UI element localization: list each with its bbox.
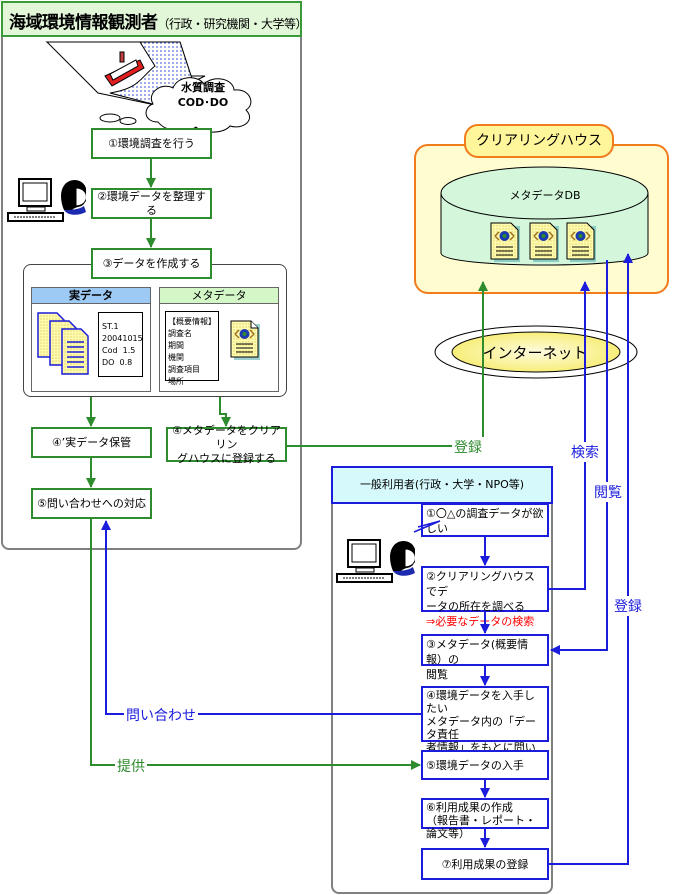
value-do: DO 0.8	[102, 358, 133, 367]
line-register-result	[549, 253, 633, 865]
label-register-meta: 登録	[452, 437, 484, 457]
observer-title-main: 海域環境情報観測者	[9, 13, 158, 33]
db-document-icon	[490, 222, 520, 262]
step-label: ⑦利用成果の登録	[441, 858, 529, 871]
real-data-values: ST.1 20041015 Cod 1.5 DO 0.8	[98, 312, 143, 377]
label-register-result: 登録	[612, 596, 644, 616]
step-line: メタデータ内の「データ責任	[426, 715, 536, 741]
step-note: ⇒必要なデータの検索	[426, 615, 535, 628]
step-line: ④環境データを入手したい	[426, 689, 535, 715]
step-label: ④メタデータをクリアリングハウスに登録する	[168, 424, 285, 466]
meta-item: 【概要情報】	[168, 317, 216, 326]
meta-data-header: メタデータ	[160, 288, 278, 304]
meta-item: 期間	[168, 341, 184, 350]
observer-step-1[interactable]: ①環境調査を行う	[91, 128, 212, 159]
survey-items-label: COD･DO	[177, 96, 229, 109]
speech-pointer	[413, 520, 441, 533]
observer-step-4[interactable]: ④メタデータをクリアリングハウスに登録する	[166, 424, 287, 465]
observer-step-4-prime[interactable]: ④’実データ保管	[31, 427, 152, 458]
meta-data-items: 【概要情報】 調査名 期間 機関 調査項目 場所	[165, 311, 219, 386]
step-line: ⑥利用成果の作成	[426, 801, 513, 814]
observer-step-2[interactable]: ②環境データを整理する	[91, 188, 212, 219]
document-stack-icon	[37, 312, 89, 375]
user-step-1[interactable]: ①〇△の調査データが欲 しい	[421, 503, 549, 537]
step-line: グハウスに登録する	[177, 451, 276, 465]
line-register-to-db	[287, 281, 488, 447]
survey-type-label: 水質調査	[181, 81, 225, 94]
label-browse: 閲覧	[592, 482, 624, 502]
line-browse	[550, 260, 608, 655]
label-search: 検索	[569, 442, 601, 462]
label-inquiry: 問い合わせ	[124, 705, 198, 725]
step-label: ②環境データを整理する	[97, 189, 206, 217]
line-search	[549, 281, 590, 590]
db-document-icon	[529, 222, 559, 262]
ship-icon	[104, 51, 145, 87]
metadata-db-label: メタデータDB	[509, 189, 581, 202]
observer-title-sub: （行政・研究機関・大学等）	[157, 17, 308, 31]
internet-cloud	[434, 325, 638, 379]
label-provide: 提供	[115, 756, 147, 776]
meta-item: 機関	[168, 353, 184, 362]
db-documents	[490, 222, 596, 262]
user-step-3[interactable]: ③メタデータ(概要情報）の 閲覧	[421, 634, 549, 681]
user-computer-icon	[336, 539, 415, 583]
survey-bubble-text: 水質調査 COD･DO	[168, 80, 238, 110]
observer-step-5[interactable]: ⑤問い合わせへの対応	[31, 488, 152, 519]
value-station: ST.1	[102, 322, 119, 331]
step-line: ータの所在を調べる	[426, 600, 525, 613]
line-provide	[90, 519, 421, 770]
meta-item: 調査項目	[168, 365, 200, 374]
step-label: ③データを作成する	[102, 256, 201, 270]
observer-panel-title: 海域環境情報観測者（行政・研究機関・大学等）	[1, 1, 308, 37]
value-date: 20041015	[102, 334, 143, 343]
step-line: ②クリアリングハウスでデ	[426, 570, 535, 598]
step-line: 閲覧	[426, 668, 448, 681]
metadata-document-icon	[230, 320, 260, 360]
step-line: ④メタデータをクリアリン	[172, 423, 281, 451]
step-label: ⑤問い合わせへの対応	[37, 496, 146, 510]
user-step-5[interactable]: ⑤環境データの入手	[421, 750, 549, 780]
clearing-house-title: クリアリングハウス	[464, 124, 614, 158]
meta-item: 調査名	[168, 329, 192, 338]
real-data-header: 実データ	[32, 288, 150, 304]
step-label: ⑤環境データの入手	[426, 759, 524, 772]
step-line: ①〇△の調査データが欲	[426, 507, 544, 520]
user-step-7[interactable]: ⑦利用成果の登録	[421, 848, 549, 880]
meta-item: 場所	[168, 377, 184, 386]
operator-computer-icon	[7, 178, 86, 222]
user-step-6[interactable]: ⑥利用成果の作成 （報告書・レポート・論文等）	[421, 798, 549, 840]
arrow-meta-to-register	[219, 397, 231, 427]
db-document-icon	[566, 222, 596, 262]
step-label: ①環境調査を行う	[108, 136, 195, 150]
observer-step-3[interactable]: ③データを作成する	[91, 248, 212, 279]
user-step-2[interactable]: ②クリアリングハウスでデ ータの所在を調べる ⇒必要なデータの検索	[421, 566, 549, 628]
internet-label: インターネット	[482, 344, 588, 362]
step-label: ④’実データ保管	[51, 435, 132, 449]
step-line: （報告書・レポート・論文等）	[426, 814, 536, 840]
line-inquiry	[101, 520, 421, 715]
step-line: ③メタデータ(概要情報）の	[426, 638, 529, 666]
value-cod: Cod 1.5	[102, 346, 136, 355]
user-step-4[interactable]: ④環境データを入手したい メタデータ内の「データ責任 者情報」をもとに問い合わ …	[421, 686, 549, 780]
